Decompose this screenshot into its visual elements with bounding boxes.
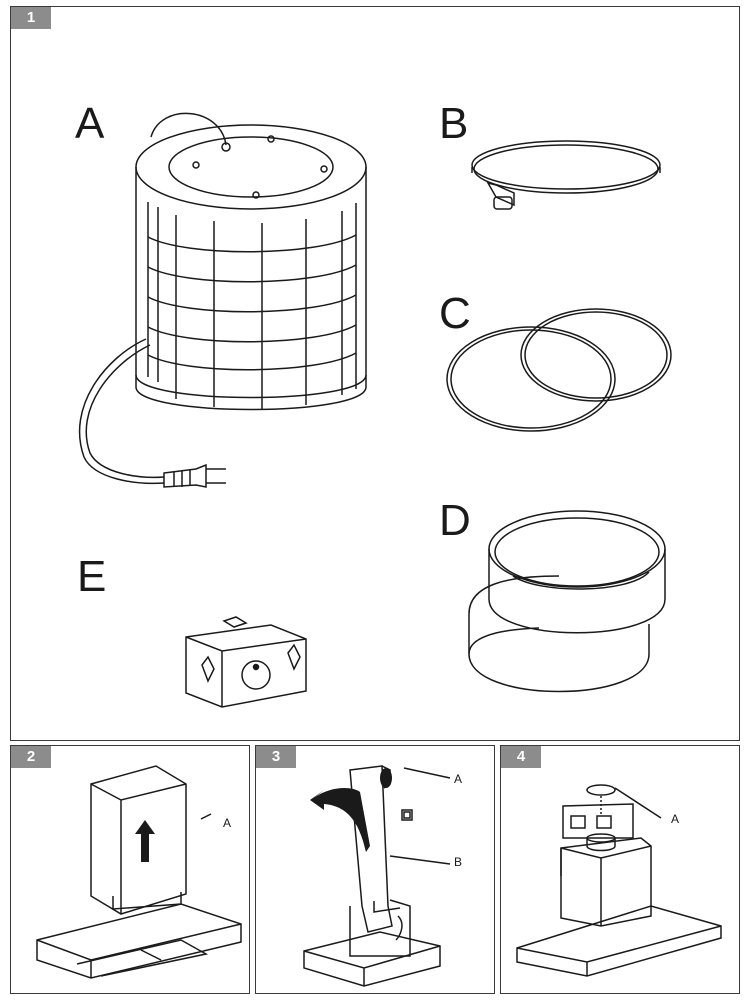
part-label-c: C bbox=[439, 289, 471, 338]
hose-clamp-icon bbox=[466, 135, 666, 225]
callout-a: A bbox=[671, 812, 680, 826]
filter-cylinder-icon bbox=[66, 107, 386, 502]
panel-number-badge: 3 bbox=[256, 746, 296, 768]
panel-number-badge: 1 bbox=[11, 7, 51, 29]
part-label-a: A bbox=[75, 99, 105, 148]
filter-install-icon bbox=[511, 776, 736, 986]
panel-number-badge: 2 bbox=[11, 746, 51, 768]
adapter-rings-icon bbox=[449, 504, 689, 714]
part-label-d: D bbox=[439, 496, 471, 545]
part-label-b: B bbox=[439, 99, 469, 148]
panel-2: 2 A bbox=[10, 745, 250, 994]
panel-number-badge: 4 bbox=[501, 746, 541, 768]
socket-adapter-icon bbox=[176, 609, 316, 714]
callout-a: A bbox=[454, 772, 463, 786]
panel-4: 4 A bbox=[500, 745, 740, 994]
callout-a: A bbox=[223, 816, 232, 830]
chimney-pipe-icon bbox=[300, 756, 490, 988]
panel-3: 3 A B bbox=[255, 745, 495, 994]
hood-chimney-icon bbox=[31, 764, 251, 989]
seal-rings-icon bbox=[446, 307, 681, 442]
callout-b: B bbox=[454, 855, 463, 869]
part-label-e: E bbox=[77, 552, 107, 601]
panel-1: 1 A B C D E bbox=[10, 6, 740, 741]
